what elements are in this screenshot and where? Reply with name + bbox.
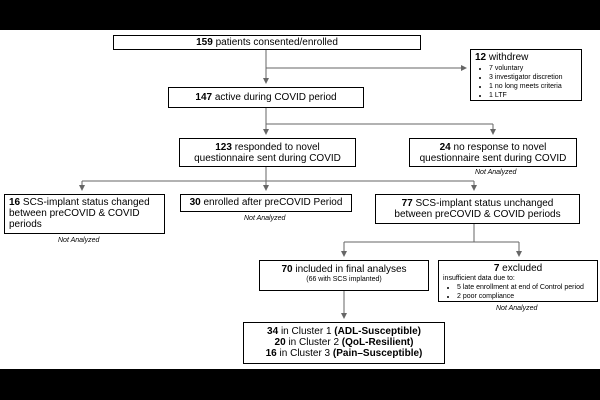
withdrew-text: withdrew — [488, 52, 529, 63]
changed-line3: periods — [9, 219, 42, 230]
excluded-reason: 5 late enrollment at end of Control peri… — [457, 283, 593, 292]
cluster-pre: in Cluster 3 — [279, 348, 331, 359]
box-withdrew: 12 withdrew 7 voluntary 3 investigator d… — [470, 49, 582, 101]
excluded-reason: 2 poor compliance — [457, 292, 593, 301]
connector-lines — [79, 49, 522, 319]
responded-count: 123 — [215, 142, 232, 153]
excluded-text: excluded — [502, 263, 543, 274]
box-included: 70 included in final analyses (66 with S… — [259, 260, 429, 291]
box-no-response: 24 no response to novel questionnaire se… — [409, 138, 577, 167]
withdrew-count: 12 — [475, 52, 487, 63]
box-consented: 159 patients consented/enrolled — [113, 35, 421, 50]
cluster-count: 20 — [274, 337, 286, 348]
cluster-name: (Pain–Susceptible) — [332, 348, 423, 359]
enrolled-after-count: 30 — [189, 197, 201, 208]
changed-note: Not Analyzed — [58, 237, 100, 244]
cluster-count: 16 — [265, 348, 277, 359]
box-clusters: 34 in Cluster 1 (ADL-Susceptible) 20 in … — [243, 322, 445, 364]
responded-line2: questionnaire sent during COVID — [194, 153, 341, 164]
excluded-count: 7 — [493, 263, 500, 274]
no-response-line2: questionnaire sent during COVID — [419, 153, 567, 164]
excluded-note: Not Analyzed — [496, 305, 538, 312]
cluster-line-1: 34 in Cluster 1 (ADL-Susceptible) — [244, 326, 444, 337]
cluster-name: (QoL-Resilient) — [341, 337, 414, 348]
cluster-name: (ADL-Susceptible) — [334, 326, 421, 337]
withdrew-reason: 7 voluntary — [489, 64, 577, 73]
box-excluded: 7 excluded insufficient data due to: 5 l… — [438, 260, 598, 302]
unchanged-line2: between preCOVID & COVID periods — [394, 209, 561, 220]
consented-count: 159 — [196, 37, 213, 48]
cluster-count: 34 — [267, 326, 279, 337]
unchanged-text: SCS-implant status unchanged — [415, 198, 554, 209]
no-response-note: Not Analyzed — [475, 169, 517, 176]
box-responded: 123 responded to novel questionnaire sen… — [179, 138, 356, 167]
box-changed: 16 SCS-implant status changed between pr… — [4, 194, 165, 234]
flowchart-canvas: 159 patients consented/enrolled 12 withd… — [0, 30, 600, 369]
included-sub: (66 with SCS implanted) — [306, 276, 382, 283]
withdrew-reason: 1 LTF — [489, 91, 577, 100]
cluster-line-3: 16 in Cluster 3 (Pain–Susceptible) — [244, 348, 444, 359]
box-active: 147 active during COVID period — [168, 87, 364, 108]
changed-text: SCS-implant status changed — [22, 197, 150, 208]
unchanged-count: 77 — [401, 198, 413, 209]
cluster-pre: in Cluster 1 — [280, 326, 332, 337]
consented-text: patients consented/enrolled — [215, 37, 338, 48]
withdrew-reason: 3 investigator discretion — [489, 73, 577, 82]
cluster-pre: in Cluster 2 — [288, 337, 340, 348]
active-text: active during COVID period — [214, 92, 337, 103]
no-response-count: 24 — [439, 142, 451, 153]
excluded-reasons: 5 late enrollment at end of Control peri… — [443, 283, 593, 301]
included-text: included in final analyses — [295, 264, 407, 275]
active-count: 147 — [195, 92, 213, 103]
changed-line2: between preCOVID & COVID — [9, 208, 140, 219]
box-enrolled-after: 30 enrolled after preCOVID Period — [180, 194, 352, 212]
responded-text: responded to novel — [234, 142, 320, 153]
withdrew-reasons: 7 voluntary 3 investigator discretion 1 … — [475, 64, 577, 100]
withdrew-reason: 1 no long meets criteria — [489, 82, 577, 91]
enrolled-after-text: enrolled after preCOVID Period — [203, 197, 343, 208]
box-unchanged: 77 SCS-implant status unchanged between … — [375, 194, 580, 224]
cluster-line-2: 20 in Cluster 2 (QoL-Resilient) — [244, 337, 444, 348]
no-response-text: no response to novel — [453, 142, 547, 153]
changed-count: 16 — [9, 197, 21, 208]
excluded-sub: insufficient data due to: — [443, 275, 515, 282]
enrolled-after-note: Not Analyzed — [244, 215, 286, 222]
included-count: 70 — [281, 264, 293, 275]
